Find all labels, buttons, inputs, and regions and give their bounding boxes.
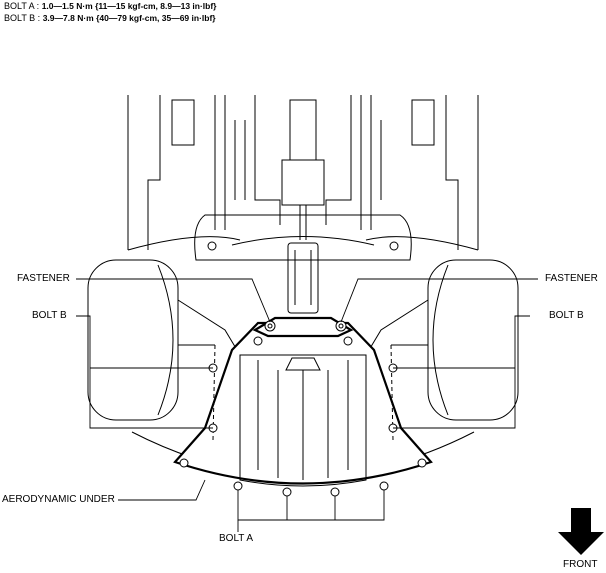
tire-left <box>87 259 179 421</box>
tire-right <box>427 259 519 421</box>
torque-spec-bolt-b: BOLT B : 3.9—7.8 N·m {40—79 kgf-cm, 35—6… <box>4 13 216 24</box>
leader-lines <box>76 278 538 532</box>
fastener-markers <box>264 320 347 332</box>
torque-spec-label: BOLT B : <box>4 13 41 23</box>
fastener-left-label: FASTENER <box>17 273 70 284</box>
torque-spec-label: BOLT A : <box>4 1 40 11</box>
cross-member <box>194 214 412 314</box>
torque-spec-bolt-a: BOLT A : 1.0—1.5 N·m {11—15 kgf-cm, 8.9—… <box>4 1 217 12</box>
bolt-b-right-label: BOLT B <box>549 310 584 321</box>
torque-spec-value: 3.9—7.8 N·m {40—79 kgf-cm, 35—69 in·lbf} <box>42 13 216 23</box>
under-cover-outline <box>131 316 475 487</box>
fastener-right-label: FASTENER <box>545 273 598 284</box>
aerodynamic-under-label: AERODYNAMIC UNDER <box>2 494 115 505</box>
chassis-frame <box>127 95 479 251</box>
torque-spec-value: 1.0—1.5 N·m {11—15 kgf-cm, 8.9—13 in·lbf… <box>41 1 217 11</box>
front-label: FRONT <box>563 559 598 570</box>
down-arrow-icon <box>558 508 604 555</box>
bolt-b-left-label: BOLT B <box>32 310 67 321</box>
bolt-a-label: BOLT A <box>219 533 254 544</box>
